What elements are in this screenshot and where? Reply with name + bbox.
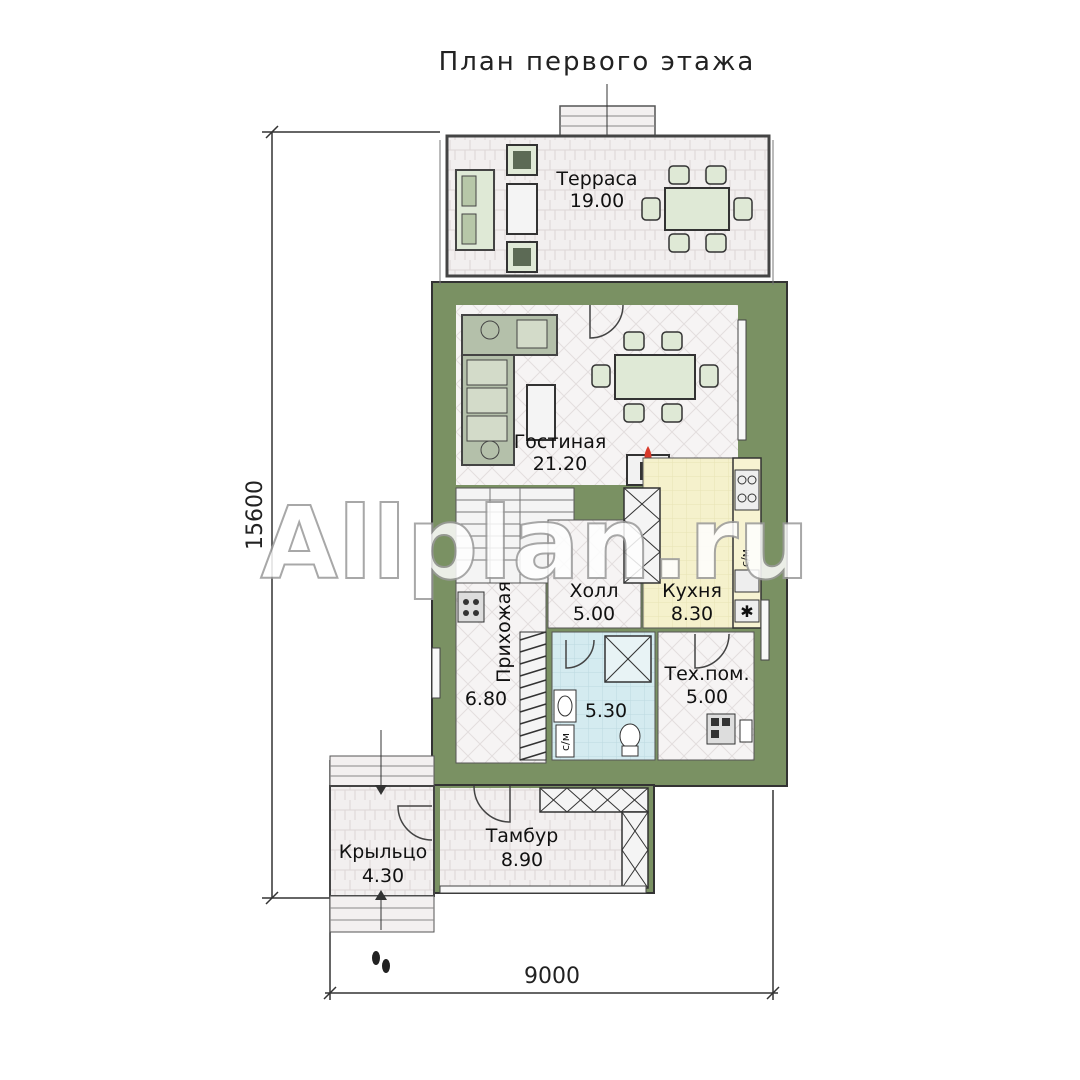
bathroom	[551, 631, 656, 761]
porch-label: Крыльцо	[339, 841, 427, 863]
bath-washer-tag: с/м	[559, 733, 572, 751]
entry-area: 6.80	[465, 688, 507, 710]
hall-area: 5.00	[573, 603, 615, 625]
hall-label: Холл	[570, 580, 619, 602]
tech-area: 5.00	[686, 686, 728, 708]
terrace-steps	[559, 84, 656, 150]
entry-hall	[431, 582, 547, 764]
terrace	[445, 134, 771, 278]
porch	[329, 730, 435, 973]
terrace-label: Терраса	[555, 168, 637, 190]
guide-lines	[439, 140, 774, 285]
porch-area: 4.30	[362, 865, 404, 887]
terrace-area: 19.00	[570, 190, 624, 212]
width-dimension-label: 9000	[524, 964, 580, 989]
living-area: 21.20	[533, 453, 587, 475]
kitchen-washer-tag: с/м	[739, 549, 752, 567]
vestibule-area: 8.90	[501, 849, 543, 871]
plan-title: План первого этажа	[439, 47, 756, 77]
height-dimension-label: 15600	[243, 480, 268, 550]
height-dimension	[262, 125, 440, 905]
kitchen-area: 8.30	[671, 603, 713, 625]
kitchen-label: Кухня	[662, 580, 722, 602]
watermark: Allplan.ru	[261, 485, 810, 602]
living-room	[456, 304, 747, 486]
entry-label: Прихожая	[493, 581, 515, 683]
tech-room	[657, 599, 770, 761]
bath-area: 5.30	[585, 700, 627, 722]
tech-label: Тех.пом.	[664, 663, 750, 685]
living-label: Гостиная	[514, 431, 607, 453]
kitchen: ✱	[623, 457, 762, 629]
svg-text:✱: ✱	[740, 602, 753, 621]
vestibule-label: Тамбур	[485, 825, 559, 847]
vestibule	[431, 784, 655, 894]
